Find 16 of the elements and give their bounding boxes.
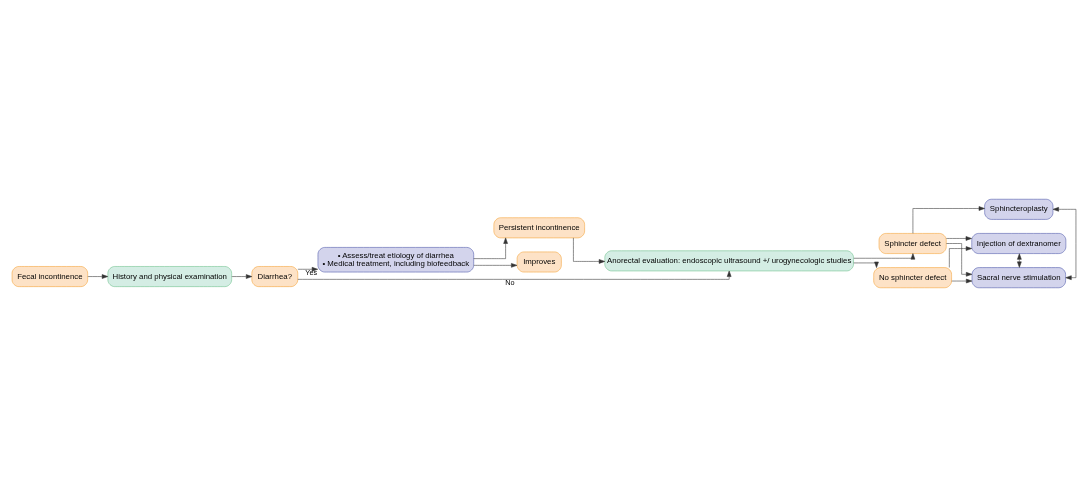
arrow [853, 253, 916, 260]
arrow [87, 274, 109, 279]
arrow [231, 274, 253, 279]
arrow [946, 236, 972, 241]
arrow [1017, 253, 1022, 268]
arrow [912, 206, 985, 234]
arrow [473, 237, 508, 259]
arrow [946, 243, 973, 277]
arrow [949, 246, 972, 268]
arrow [297, 267, 318, 272]
arrow [573, 237, 605, 264]
arrow [951, 278, 973, 284]
arrow [297, 270, 732, 280]
arrow [473, 263, 518, 268]
arrow [853, 261, 879, 268]
arrow [1052, 207, 1077, 280]
